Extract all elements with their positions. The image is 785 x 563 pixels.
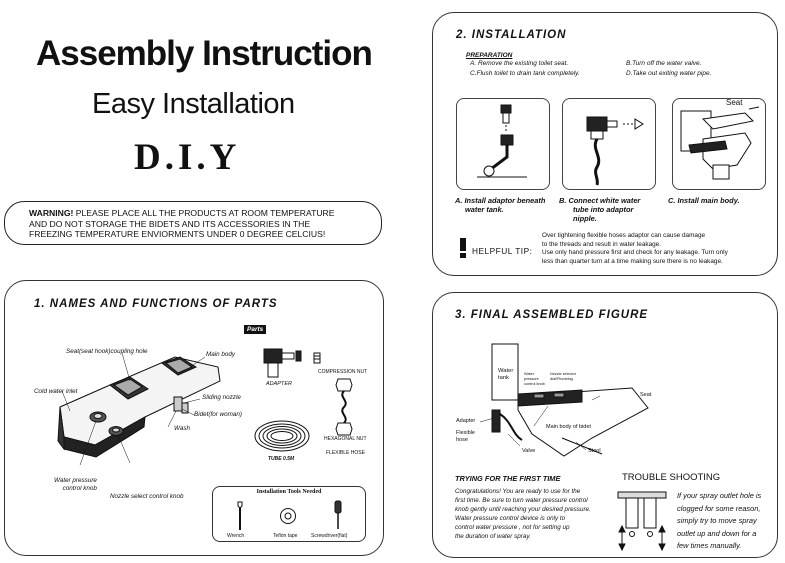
teflon-tape-icon: [280, 508, 296, 524]
exclamation-icon: [460, 238, 466, 258]
label-bidet-for-woman: Bidet(for woman): [194, 411, 242, 418]
label-final-main-body: Main body of bidet: [546, 424, 591, 430]
preparation-title: PREPARATION: [466, 52, 513, 59]
installation-section-title: 2. INSTALLATION: [456, 29, 567, 41]
label-seat-coupling-hole: Seat(seat hook)coupling hole: [66, 348, 148, 355]
installation-tools-box: Installation Tools Needed Wrench Teflon …: [212, 486, 366, 542]
label-final-hose: Flexible hose: [456, 430, 475, 443]
warning-prefix: WARNING!: [29, 208, 74, 218]
label-wash: Wash: [174, 425, 190, 432]
label-final-stool: Stool: [588, 448, 601, 454]
label-final-seat: Seat: [640, 392, 652, 398]
label-water-tank: Water tank: [498, 368, 514, 381]
prep-step-b: B.Turn off the water valve.: [626, 60, 702, 67]
warning-line-3: FREEZING TEMPERATURE ENVIORMENTS UNDER 0…: [29, 229, 326, 239]
page-subtitle: Easy Installation: [92, 88, 295, 120]
warning-line-1: PLEASE PLACE ALL THE PRODUCTS AT ROOM TE…: [73, 208, 335, 218]
parts-section-title: 1. NAMES AND FUNCTIONS OF PARTS: [34, 298, 278, 310]
parts-badge: Parts: [244, 325, 267, 334]
warning-line-2: AND DO NOT STORAGE THE BIDETS AND ITS AC…: [29, 218, 311, 229]
label-adapter: ADAPTER: [266, 381, 292, 387]
label-screwdriver: Screwdriver(flat): [311, 533, 348, 539]
label-sliding-nozzle: Sliding nozzle: [202, 394, 241, 401]
label-final-adapter: Adapter: [456, 418, 476, 424]
spray-outlet-illustration: [617, 491, 667, 552]
prep-step-a: A. Remove the existing toilet seat.: [470, 60, 569, 67]
label-final-pressure-knob: Water pressure control knob: [524, 372, 545, 386]
final-assembly-illustration: [479, 343, 649, 457]
label-wrench: Wrench: [227, 533, 245, 539]
label-nozzle-select-knob: Nozzle select control knob: [110, 493, 184, 500]
screwdriver-icon: [334, 500, 342, 529]
step-b-caption: B. Connect white water tube into adaptor…: [559, 196, 641, 223]
install-step-c-drawing: [672, 98, 766, 190]
wrench-icon: [237, 501, 243, 530]
prep-step-d: D.Take out exiting water pipe.: [626, 70, 712, 77]
label-water-pressure-knob: Water pressure control knob: [54, 477, 97, 492]
label-final-valve: Valve: [522, 448, 536, 454]
label-tube: TUBE 0.5M: [268, 456, 295, 462]
label-cold-water-inlet: Cold water inlet: [34, 388, 78, 395]
diy-heading: D.I.Y: [134, 137, 241, 178]
install-main-body-illustration: [680, 106, 760, 180]
step-c-caption: C. Install main body.: [668, 196, 740, 205]
label-seat-installation: Seat: [726, 98, 743, 107]
trouble-shooting-text: If your spray outlet hole is clogged for…: [677, 491, 762, 550]
first-time-title: TRYING FOR THE FIRST TIME: [455, 474, 561, 483]
helpful-tip-text: Over tightening flexible hoses adaptor c…: [542, 232, 728, 265]
install-step-a-drawing: [456, 98, 550, 190]
label-teflon-tape: Teflon tape: [273, 533, 298, 539]
tools-title: Installation Tools Needed: [256, 489, 322, 495]
label-final-nozzle-knob: Nozzle selector dial/Plumbing: [550, 372, 576, 381]
adaptor-tank-illustration: [477, 104, 527, 178]
helpful-tip-label: HELPFUL TIP:: [472, 246, 533, 256]
connect-tube-illustration: [586, 116, 644, 186]
final-section-title: 3. FINAL ASSEMBLED FIGURE: [455, 309, 649, 321]
warning-box: WARNING! PLEASE PLACE ALL THE PRODUCTS A…: [4, 201, 382, 245]
tube-coil-illustration: [254, 420, 310, 452]
page-title: Assembly Instruction: [36, 34, 373, 73]
flexible-hose-illustration: [335, 378, 353, 436]
first-time-text: Congratulations! You are ready to use fo…: [455, 488, 591, 540]
label-hexagonal-nut: HEXAGONAL NUT: [324, 436, 367, 442]
install-step-b-drawing: [562, 98, 656, 190]
label-compression-nut: COMPRESSION NUT: [318, 369, 368, 375]
bidet-main-body-illustration: [57, 352, 221, 465]
adapter-illustration: [263, 348, 321, 378]
label-flexible-hose: FLEXIBLE HOSE: [326, 450, 365, 456]
trouble-shooting-title: TROUBLE SHOOTING: [622, 472, 721, 483]
step-a-caption: A. Install adaptor beneath water tank.: [455, 196, 546, 214]
prep-step-c: C.Flush toilet to drain tank completely.: [470, 70, 580, 77]
label-main-body: Main body: [206, 351, 236, 358]
